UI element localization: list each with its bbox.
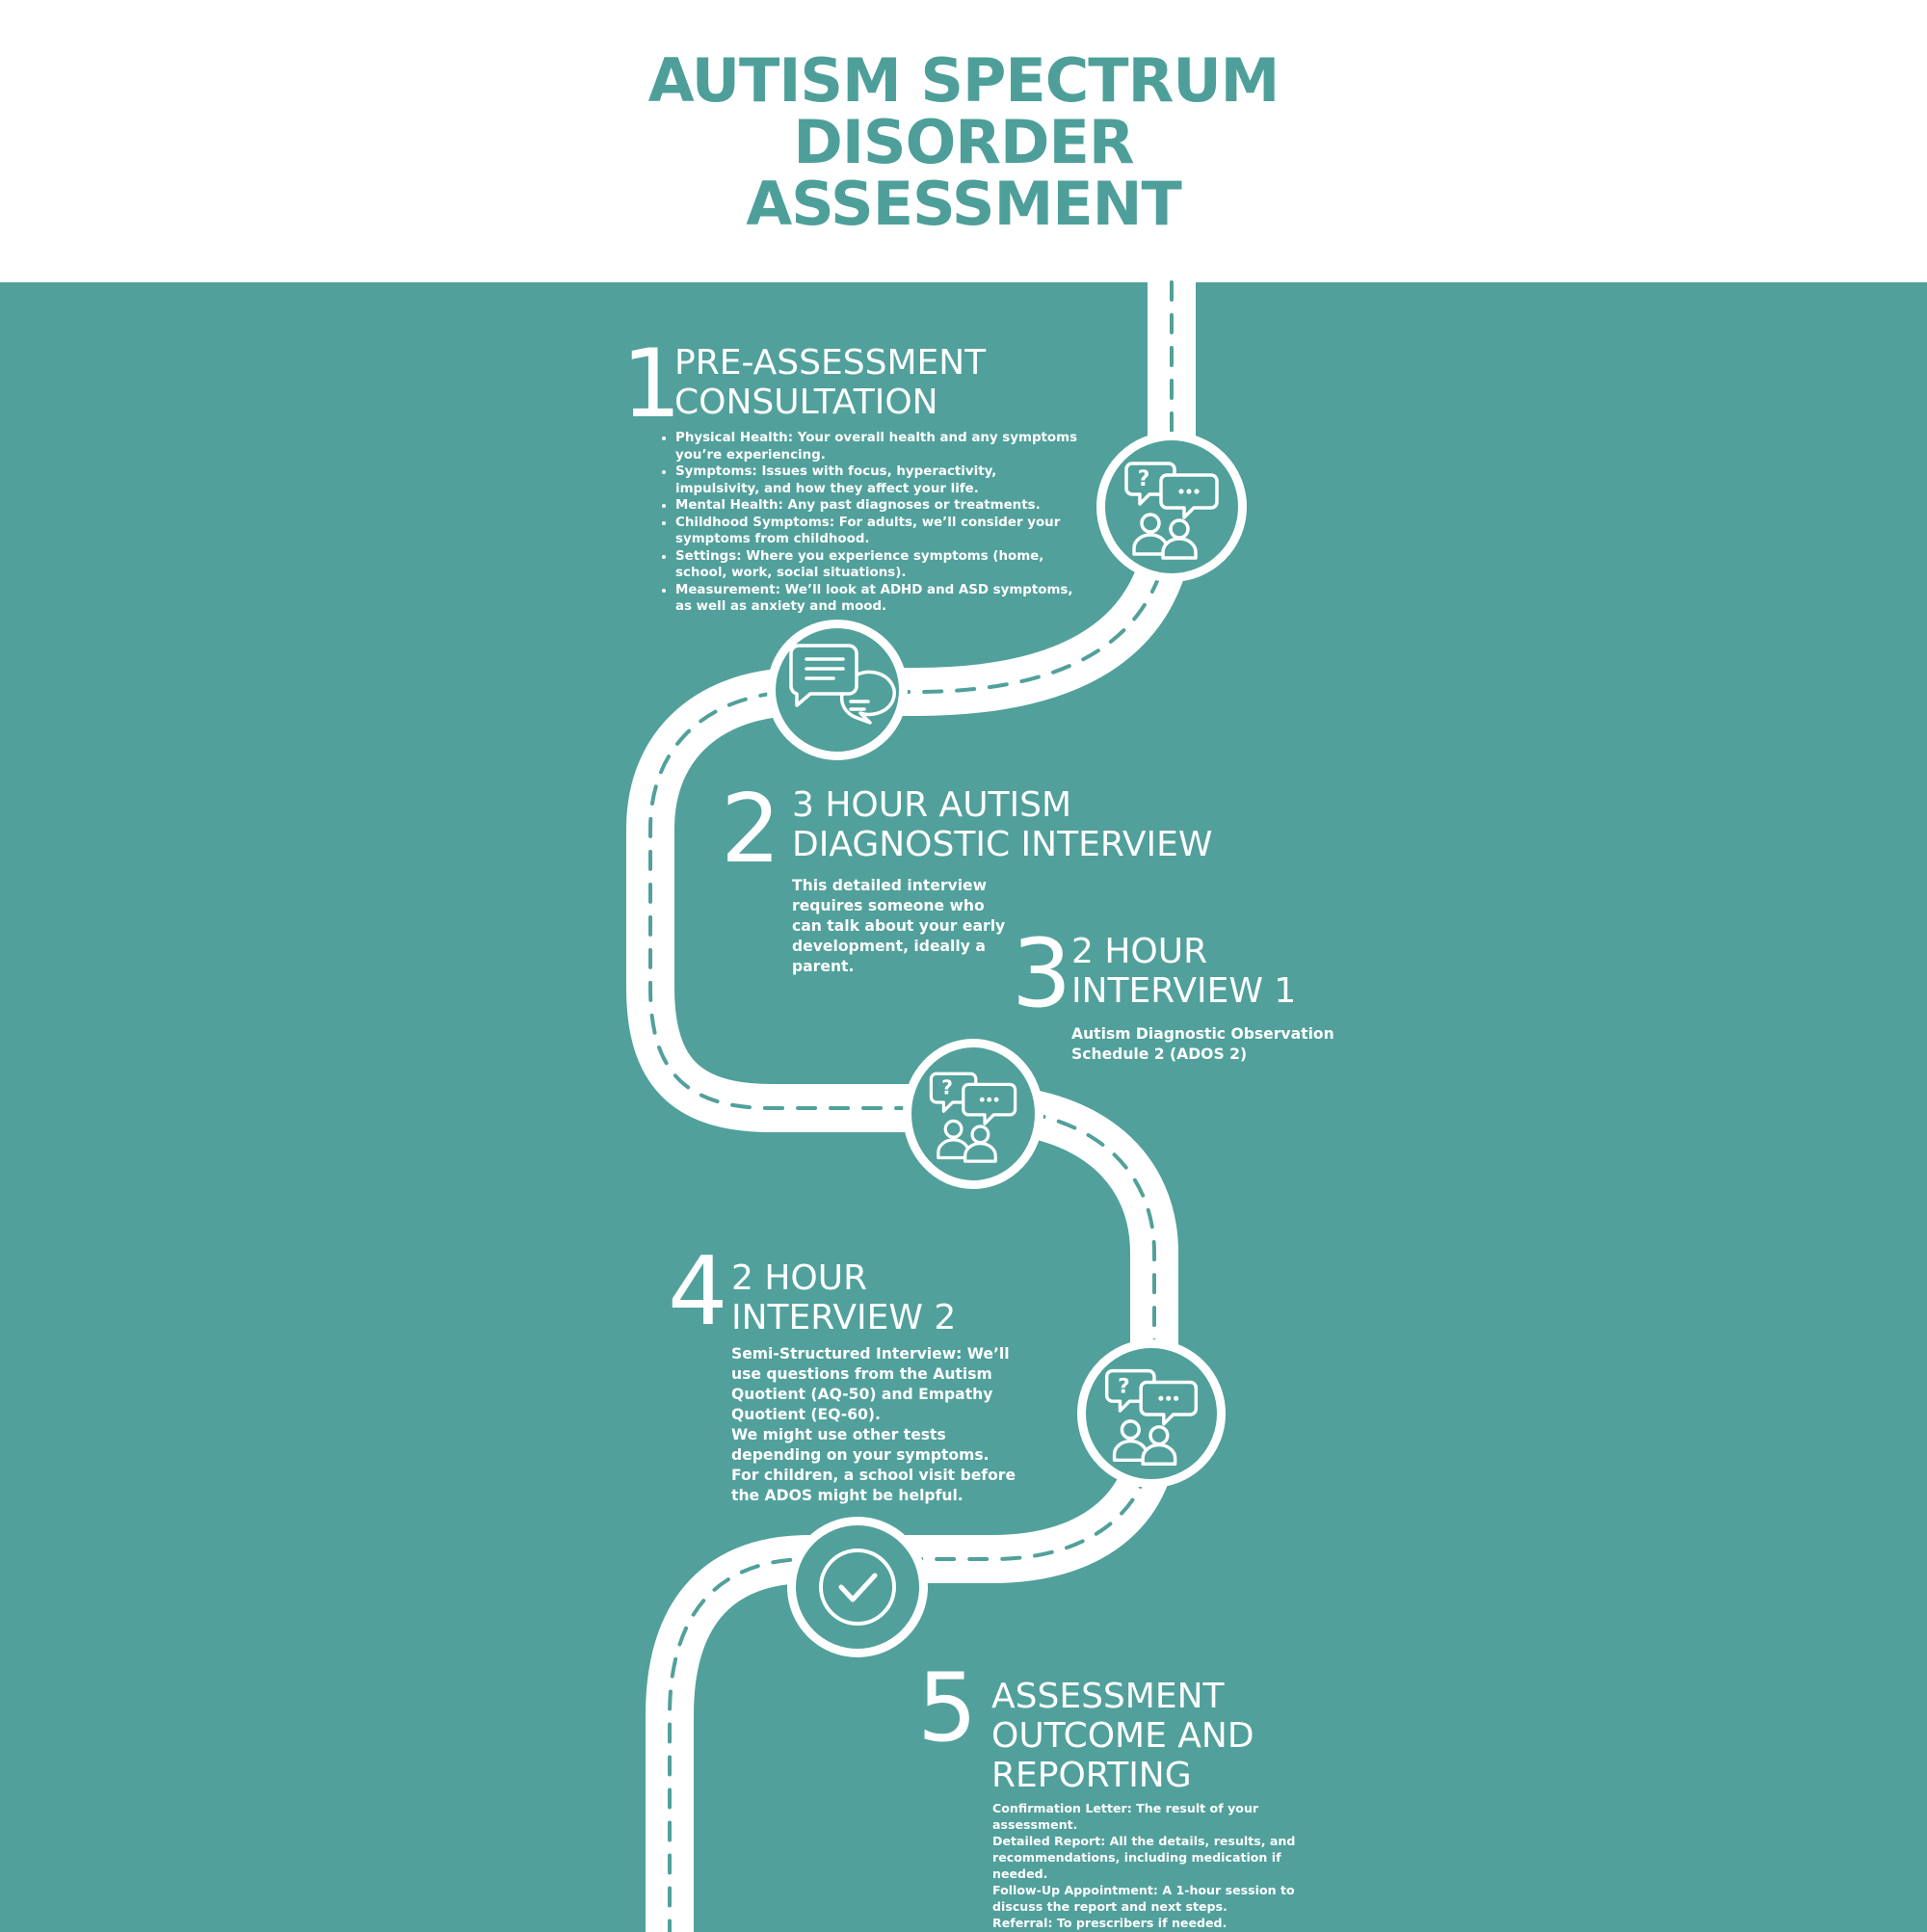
step-2-number: 2 [721, 775, 781, 885]
step-4-paragraph-2: We might use other tests depending on yo… [731, 1426, 1016, 1504]
step-5-title-line-3: REPORTING [991, 1756, 1192, 1795]
step-4-title-line-2: INTERVIEW 2 [731, 1298, 957, 1337]
step-3-title: 2 HOUR INTERVIEW 1 [1071, 932, 1296, 1011]
step-5-line: Follow-Up Appointment: A 1-hour session … [992, 1883, 1295, 1914]
checkmark-icon [787, 1517, 928, 1657]
step-5-details: Confirmation Letter: The result of your … [992, 1800, 1320, 1931]
svg-text:?: ? [941, 1076, 953, 1099]
step-5-line: Detailed Report: All the details, result… [992, 1834, 1296, 1881]
step-1-details: Physical Health: Your overall health and… [658, 430, 1082, 616]
step-1-bullet: Measurement: We’ll look at ADHD and ASD … [675, 582, 1082, 616]
step-4-number: 4 [668, 1237, 728, 1347]
step-4-title-line-1: 2 HOUR [731, 1258, 868, 1298]
step-2-title-line-2: DIAGNOSTIC INTERVIEW [792, 825, 1213, 864]
step-1-title: PRE-ASSESSMENT CONSULTATION [674, 343, 986, 422]
svg-text:?: ? [1138, 467, 1150, 491]
title-line-2: DISORDER [793, 107, 1134, 177]
step-1-bullet: Mental Health: Any past diagnoses or tre… [675, 497, 1082, 515]
step-4-title: 2 HOUR INTERVIEW 2 [731, 1258, 956, 1337]
discussion-people-icon: ? [903, 1039, 1043, 1189]
step-1-title-line-1: PRE-ASSESSMENT [674, 343, 987, 383]
step-2-details: This detailed interview requires someone… [792, 877, 1006, 975]
step-1-title-line-2: CONSULTATION [674, 383, 938, 422]
step-4-paragraph-1: Semi-Structured Interview: We’ll use que… [731, 1345, 1010, 1423]
step-1-bullet: Settings: Where you experience symptoms … [675, 548, 1082, 582]
step-4-details: Semi-Structured Interview: We’ll use que… [731, 1344, 1020, 1506]
step-2-title: 3 HOUR AUTISM DIAGNOSTIC INTERVIEW [792, 785, 1212, 864]
title-line-3: ASSESSMENT [746, 169, 1182, 239]
step-1-bullet: Childhood Symptoms: For adults, we’ll co… [675, 515, 1082, 548]
step-1-number: 1 [621, 330, 682, 439]
step-5-number: 5 [917, 1654, 978, 1763]
step-3-details: Autism Diagnostic Observation Schedule 2… [1071, 1025, 1334, 1063]
step-1-bullet: Physical Health: Your overall health and… [675, 430, 1082, 463]
header: AUTISM SPECTRUM DISORDER ASSESSMENT [0, 0, 1927, 282]
svg-text:?: ? [1118, 1374, 1130, 1398]
step-1-bullet: Symptoms: Issues with focus, hyperactivi… [675, 463, 1082, 497]
step-5-line: Confirmation Letter: The result of your … [992, 1801, 1259, 1832]
discussion-people-icon: ? [1096, 432, 1247, 582]
page-title: AUTISM SPECTRUM DISORDER ASSESSMENT [0, 50, 1927, 235]
chat-bubbles-icon [767, 620, 908, 760]
step-5-line: Referral: To prescribers if needed. [992, 1916, 1227, 1930]
step-3-number: 3 [1012, 919, 1072, 1029]
title-line-1: AUTISM SPECTRUM [647, 45, 1280, 116]
step-3-title-line-1: 2 HOUR [1071, 932, 1208, 971]
discussion-people-icon: ? [1077, 1339, 1226, 1488]
step-5-title-line-1: ASSESSMENT [991, 1677, 1225, 1716]
road-dashes [648, 280, 1174, 1932]
step-5-title-line-2: OUTCOME AND [991, 1716, 1254, 1756]
step-5-title: ASSESSMENT OUTCOME AND REPORTING [991, 1677, 1254, 1795]
step-2-title-line-1: 3 HOUR AUTISM [792, 785, 1072, 825]
step-3-title-line-2: INTERVIEW 1 [1071, 971, 1297, 1011]
